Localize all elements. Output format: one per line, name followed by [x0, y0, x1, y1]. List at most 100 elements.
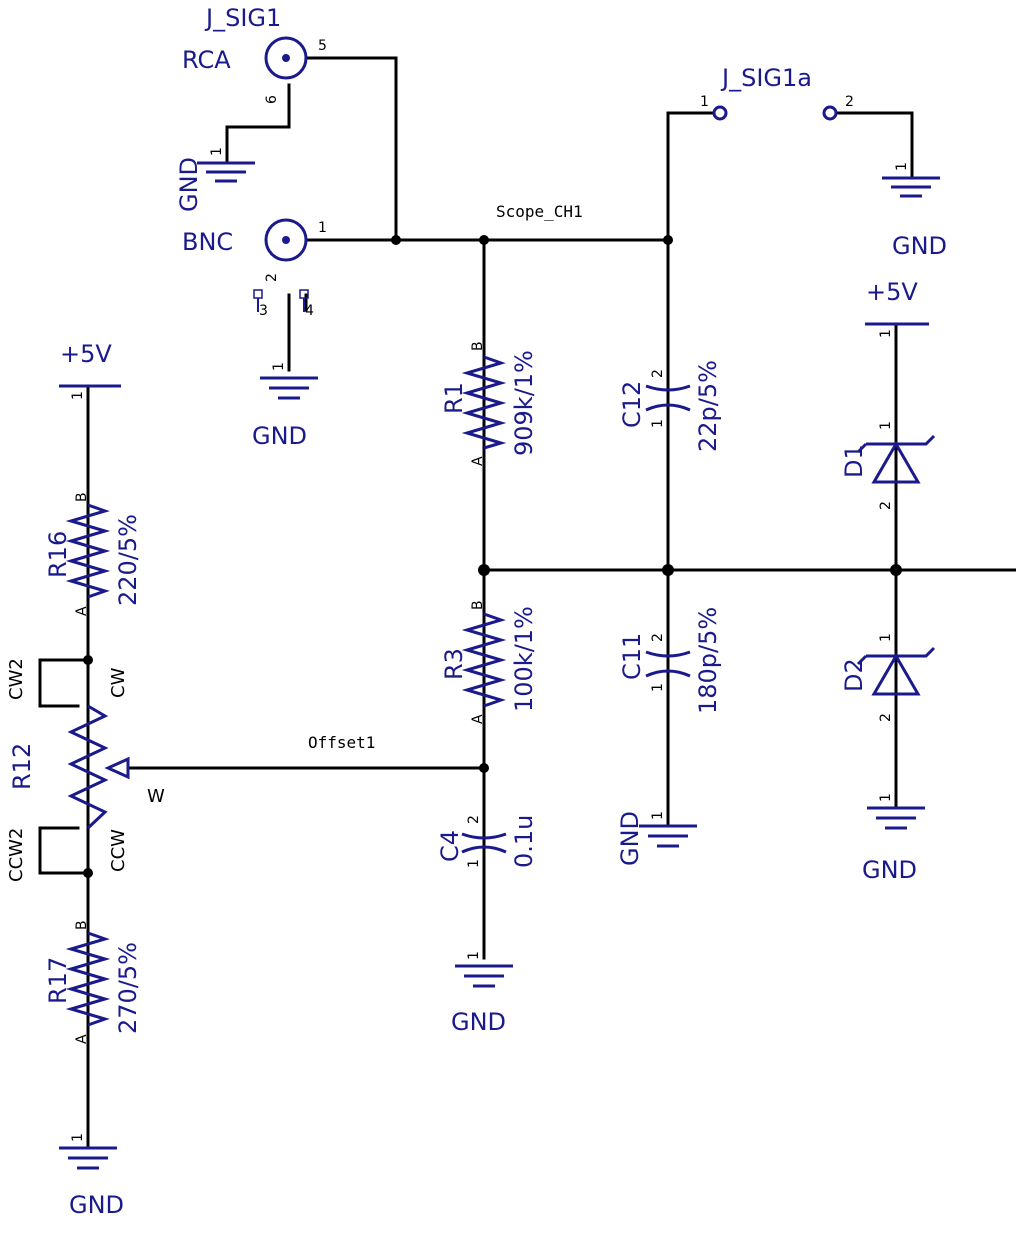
- bnc-shield-pins: [253, 289, 309, 312]
- junctions: [83, 235, 902, 878]
- pin-label: 1: [894, 162, 910, 171]
- value-c4: 0.1u: [510, 815, 538, 868]
- pin-label: 2: [845, 94, 854, 110]
- value-r3: 100k/1%: [510, 606, 538, 712]
- pin-label: 1: [650, 419, 666, 428]
- value-c12: 22p/5%: [694, 360, 722, 452]
- junction-dot: [890, 564, 902, 576]
- ground-icon: [197, 161, 255, 183]
- pin-label: A: [470, 714, 486, 724]
- pin-label: 1: [878, 421, 894, 430]
- pin-label: 1: [878, 329, 894, 338]
- resistor-r1-icon: [461, 355, 507, 450]
- diode-d1-icon: [856, 434, 936, 484]
- resistor-r3-icon: [461, 612, 507, 708]
- pin-label: 2: [466, 815, 482, 824]
- pin-label: 1: [271, 362, 287, 371]
- bnc-connector: [264, 218, 308, 262]
- pin-label: 4: [305, 303, 314, 319]
- pin-label: 1: [318, 220, 327, 236]
- pin-label: B: [74, 492, 90, 502]
- pin-label: 1: [650, 683, 666, 692]
- vcc-label: +5V: [60, 340, 112, 368]
- ref-r16: R16: [44, 531, 72, 578]
- pin-label: 2: [878, 501, 894, 510]
- junction-dot: [479, 763, 489, 773]
- gnd-label: GND: [252, 422, 307, 450]
- resistor-r17-icon: [65, 931, 111, 1027]
- ref-c4: C4: [436, 830, 464, 862]
- ref-j-sig1a: J_SIG1a: [720, 64, 812, 92]
- gnd-label: GND: [616, 811, 644, 866]
- pin-label: 3: [259, 303, 268, 319]
- junction-dot: [663, 235, 673, 245]
- junction-dot: [662, 564, 674, 576]
- pin-label: B: [470, 600, 486, 610]
- vcc-label: +5V: [866, 278, 918, 306]
- value-r17: 270/5%: [114, 942, 142, 1034]
- value-r16: 220/5%: [114, 514, 142, 606]
- pin-label: 1: [70, 391, 86, 400]
- rca-connector: [264, 36, 308, 80]
- potentiometer-r12-icon: [67, 704, 109, 830]
- gnd-label: GND: [175, 157, 203, 212]
- capacitor-c11-icon: [645, 650, 691, 678]
- ref-r3: R3: [440, 648, 468, 680]
- value-r1: 909k/1%: [510, 350, 538, 456]
- net-label-scope: Scope_CH1: [496, 202, 583, 221]
- pin-label: 6: [264, 95, 280, 104]
- ref-j-sig1: J_SIG1: [204, 4, 281, 32]
- pot-cw2-label: CW2: [6, 658, 27, 700]
- pin-label: 5: [318, 38, 327, 54]
- wiper-arrow-icon: [104, 756, 130, 780]
- pin-label: 1: [700, 94, 709, 110]
- pot-cw-label: CW: [108, 667, 129, 698]
- net-label-offset: Offset1: [308, 733, 375, 752]
- capacitor-c12-icon: [645, 384, 691, 412]
- pin-label: 2: [650, 369, 666, 378]
- ground-icon: [882, 176, 940, 198]
- pin-label: 2: [878, 713, 894, 722]
- resistor-r16-icon: [65, 503, 111, 599]
- pin-label: 1: [466, 951, 482, 960]
- ground-icon: [59, 1146, 117, 1170]
- ref-r1: R1: [440, 382, 468, 414]
- value-c11: 180p/5%: [694, 607, 722, 714]
- junction-dot: [83, 655, 93, 665]
- wires: [38, 56, 1016, 1150]
- pin-label: 2: [264, 273, 280, 282]
- pot-ccw-label: CCW: [108, 829, 129, 872]
- junction-dot: [391, 235, 401, 245]
- ref-c11: C11: [618, 633, 646, 680]
- gnd-label: GND: [892, 232, 947, 260]
- pot-wiper-label: W: [147, 786, 165, 807]
- jumper-j-sig1a: [712, 105, 838, 121]
- pin-label: A: [470, 456, 486, 466]
- ground-icon: [455, 964, 513, 988]
- pin-label: 1: [70, 1133, 86, 1142]
- capacitor-c4-icon: [461, 832, 507, 854]
- pin-label: A: [74, 606, 90, 616]
- pin-label: 1: [650, 811, 666, 820]
- ground-icon: [867, 806, 925, 830]
- junction-dot: [478, 564, 490, 576]
- ref-d2: D2: [840, 658, 868, 692]
- pot-ccw2-label: CCW2: [6, 828, 27, 882]
- junction-dot: [83, 868, 93, 878]
- ground-icon: [260, 376, 318, 400]
- label-rca: RCA: [182, 46, 231, 74]
- pin-label: 1: [878, 793, 894, 802]
- gnd-label: GND: [69, 1191, 124, 1219]
- diode-d2-icon: [856, 646, 936, 696]
- pin-label: A: [74, 1034, 90, 1044]
- gnd-label: GND: [451, 1008, 506, 1036]
- ref-r12: R12: [8, 743, 36, 790]
- ref-d1: D1: [840, 444, 868, 478]
- ground-icon: [639, 824, 697, 848]
- gnd-label: GND: [862, 856, 917, 884]
- ref-r17: R17: [44, 957, 72, 1004]
- label-bnc: BNC: [182, 228, 233, 256]
- junction-dot: [479, 235, 489, 245]
- pin-label: 1: [209, 147, 225, 156]
